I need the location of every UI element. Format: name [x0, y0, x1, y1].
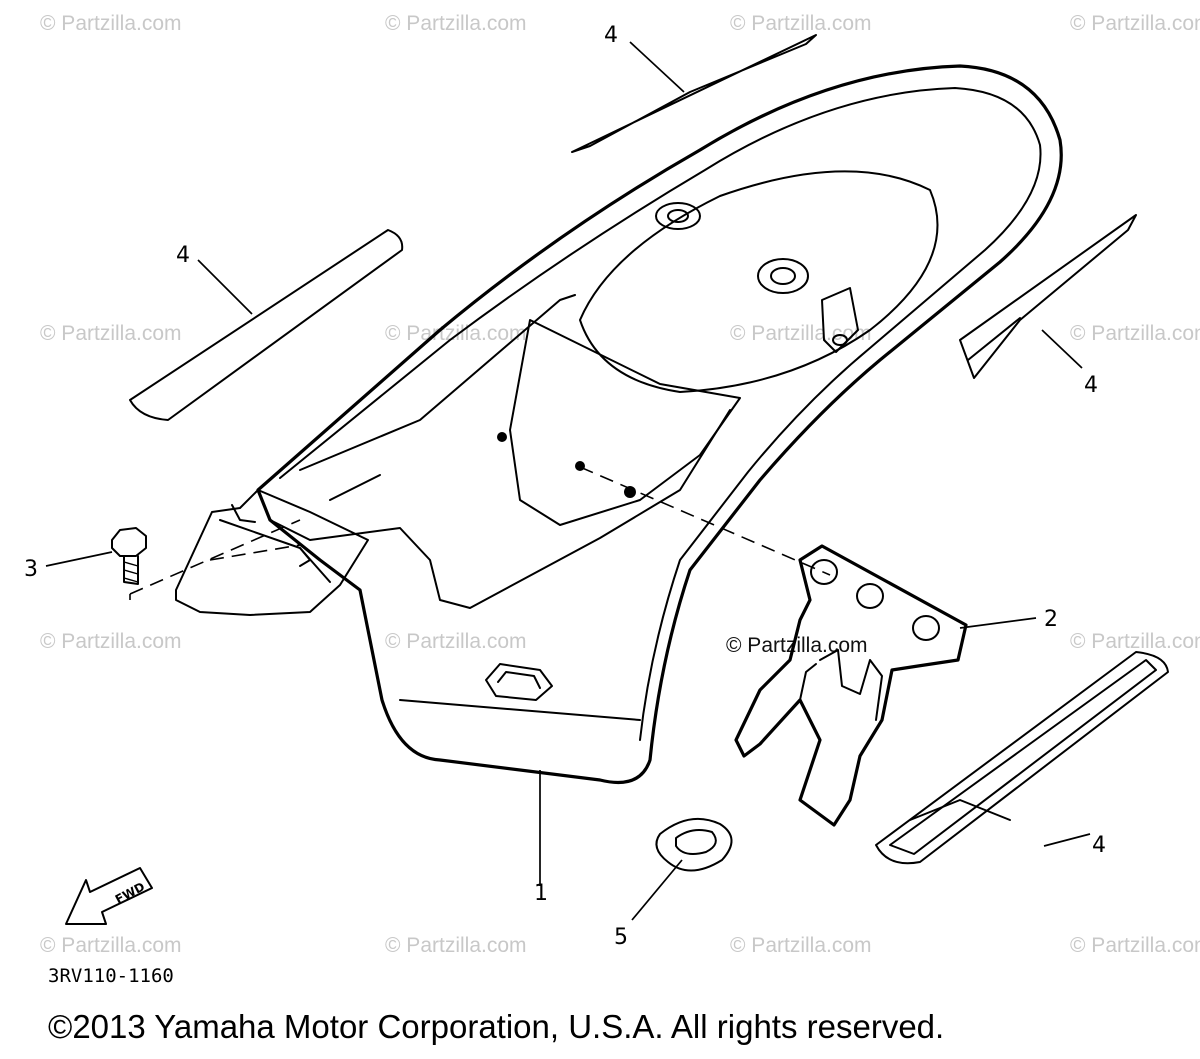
grommet-part — [655, 817, 733, 872]
callout-number: 4 — [1084, 373, 1098, 398]
callout-number: 3 — [24, 557, 38, 582]
leader-lines — [45, 41, 1091, 921]
fwd-label: FWD — [113, 880, 147, 907]
watermark: © Partzilla.com — [730, 934, 872, 957]
callout-labels: 1 2 3 4 4 4 4 5 — [24, 23, 1106, 950]
watermark: © Partzilla.com — [40, 322, 182, 345]
diagram-code: 3RV110-1160 — [48, 965, 174, 987]
callout-number: 5 — [614, 925, 628, 950]
callout-number: 1 — [534, 881, 548, 906]
mounting-plate-part — [734, 544, 968, 827]
copyright-notice: ©2013 Yamaha Motor Corporation, U.S.A. A… — [48, 1008, 945, 1045]
decal-strips-part — [129, 34, 1169, 865]
callout-number: 2 — [1044, 607, 1058, 632]
watermark: © Partzilla.com — [726, 634, 868, 657]
assembly-lines — [129, 466, 831, 600]
watermark: © Partzilla.com — [1070, 322, 1200, 345]
watermark: © Partzilla.com — [385, 630, 527, 653]
watermark: © Partzilla.com — [1070, 934, 1200, 957]
watermark: © Partzilla.com — [385, 12, 527, 35]
callout-number: 4 — [604, 23, 618, 48]
watermark: © Partzilla.com — [40, 12, 182, 35]
watermark: © Partzilla.com — [385, 934, 527, 957]
watermark: © Partzilla.com — [730, 12, 872, 35]
watermark: © Partzilla.com — [1070, 12, 1200, 35]
callout-number: 4 — [176, 243, 190, 268]
watermark: © Partzilla.com — [385, 322, 527, 345]
watermark: © Partzilla.com — [1070, 630, 1200, 653]
rear-fender-part — [175, 64, 1063, 785]
bolt-part — [111, 527, 147, 585]
watermark: © Partzilla.com — [730, 322, 872, 345]
watermark-layer: © Partzilla.com © Partzilla.com © Partzi… — [40, 12, 1200, 957]
watermark: © Partzilla.com — [40, 630, 182, 653]
fwd-arrow-icon: FWD — [65, 867, 153, 925]
callout-number: 4 — [1092, 833, 1106, 858]
watermark: © Partzilla.com — [40, 934, 182, 957]
